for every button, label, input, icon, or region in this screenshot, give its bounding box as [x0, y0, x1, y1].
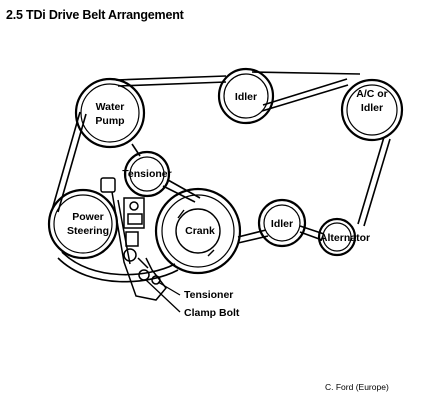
tensioner-pulley-label: Tensioner	[122, 168, 171, 180]
ac-idler-label-line2: Idler	[361, 102, 383, 114]
water-pump-label-line2: Pump	[95, 115, 124, 127]
ac-idler-pulley	[340, 78, 404, 142]
idler-top-label: Idler	[235, 91, 257, 103]
water-pump-pulley	[74, 77, 146, 149]
clamp-bolt-callout: Clamp Bolt	[184, 307, 240, 319]
crank-pulley	[154, 187, 242, 275]
power-steering-pulley	[47, 188, 119, 260]
tensioner-pulley	[123, 150, 171, 198]
diagram-title: 2.5 TDi Drive Belt Arrangement	[6, 8, 185, 22]
credit-text: C. Ford (Europe)	[325, 382, 389, 392]
power-steering-label-line1: Power	[72, 211, 104, 223]
callout-leaders	[145, 279, 181, 313]
alternator-label: Alternator	[320, 232, 370, 244]
idler-right-label: Idler	[271, 218, 293, 230]
tensioner-callout: Tensioner	[184, 289, 233, 301]
power-steering-label-line2: Steering	[67, 225, 109, 237]
tensioner-bracket	[100, 177, 167, 301]
crank-label: Crank	[185, 225, 215, 237]
alternator-pulley	[317, 217, 357, 257]
idler-top-pulley	[217, 67, 275, 125]
idler-right-pulley	[257, 198, 307, 248]
ac-idler-label-line1: A/C or	[356, 88, 388, 100]
water-pump-label-line1: Water	[96, 101, 125, 113]
